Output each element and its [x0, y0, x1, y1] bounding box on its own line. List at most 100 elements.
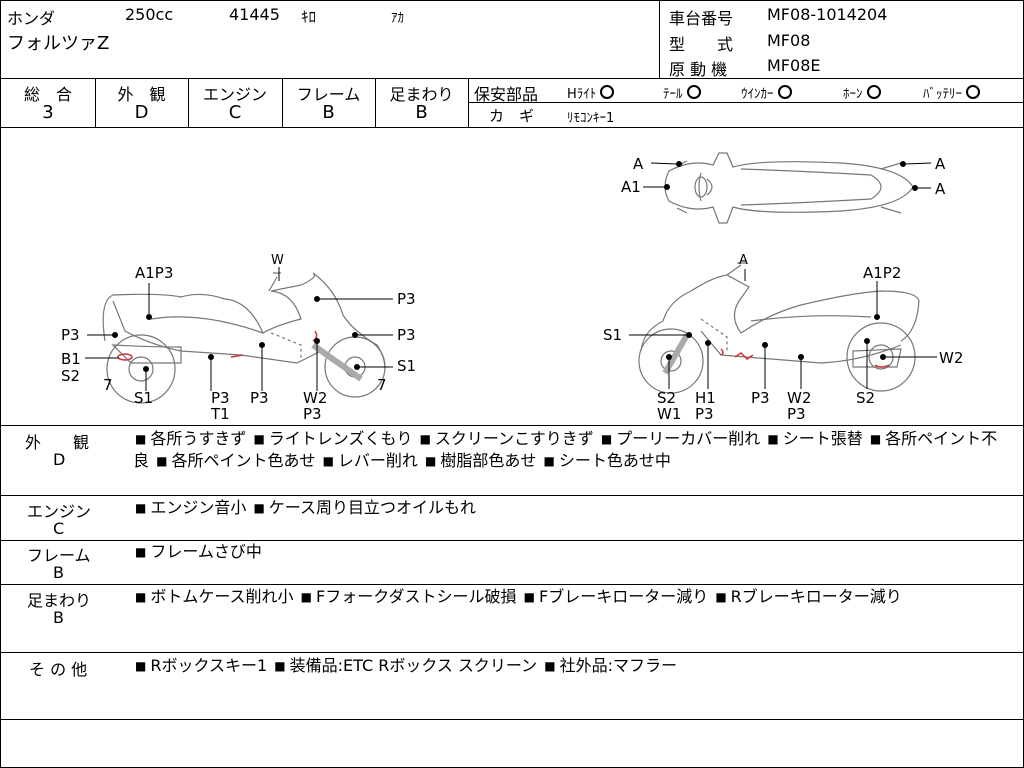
divider	[1, 719, 1023, 720]
bullet-square-icon: ■	[135, 545, 147, 559]
damage-mark	[230, 354, 244, 358]
note-exterior-items: ■各所うすきず ■ライトレンズくもり ■スクリーンこすりきず ■プーリーカバー削…	[133, 428, 1013, 472]
diagram-label: A	[935, 155, 946, 173]
note-engine-grade: C	[53, 519, 65, 538]
scooter-left-view	[102, 272, 386, 404]
ok-circle-icon	[686, 85, 701, 99]
diagram-label: W	[271, 253, 284, 268]
divider	[95, 78, 96, 127]
diagram-label: A1P3	[135, 264, 173, 282]
diagram-label: 7	[377, 376, 387, 394]
grade-overall-value: 3	[42, 102, 54, 123]
model-name: フォルツァZ	[7, 33, 110, 54]
note-item: ■ライトレンズくもり	[253, 429, 413, 448]
divider	[1, 127, 1023, 128]
bullet-square-icon: ■	[300, 590, 312, 604]
damage-mark	[117, 353, 133, 361]
grade-exterior-value: D	[134, 102, 149, 123]
grade-suspension-label: 足まわり	[389, 85, 454, 104]
bullet-square-icon: ■	[156, 454, 168, 468]
chassis-label: 車台番号	[669, 9, 734, 28]
divider	[1, 425, 1023, 426]
mileage-unit: ｷﾛ	[301, 8, 317, 26]
safety-headlight: Hﾗｲﾄ	[567, 83, 615, 102]
note-exterior-grade: D	[53, 450, 66, 469]
bullet-square-icon: ■	[322, 454, 334, 468]
diagram-label: W2	[303, 389, 327, 407]
safety-tail: ﾃｰﾙ	[663, 83, 701, 102]
note-item: ■Rブレーキローター減り	[715, 587, 902, 606]
ok-circle-icon	[777, 85, 792, 99]
note-item: ■社外品:マフラー	[544, 656, 677, 675]
diagram-label: H1	[695, 389, 716, 407]
bullet-square-icon: ■	[135, 501, 147, 515]
safety-horn: ﾎｰﾝ	[843, 83, 881, 102]
scooter-top-view	[664, 152, 914, 224]
note-item: ■Rボックスキー1	[135, 656, 268, 675]
diagram-label: A	[739, 253, 748, 268]
note-other-label: そ の 他	[29, 660, 88, 679]
diagram-label: P3	[751, 389, 770, 407]
diagram-label: S2	[856, 389, 875, 407]
grade-suspension-value: B	[415, 102, 428, 123]
note-item: ■Fフォークダストシール破損	[300, 587, 517, 606]
safety-label: 保安部品	[474, 85, 539, 104]
note-item: ■各所ペイント色あせ	[156, 451, 316, 470]
damage-mark	[312, 330, 318, 342]
note-item: ■装備品:ETC Rボックス スクリーン	[274, 656, 538, 675]
grade-frame-value: B	[322, 102, 335, 123]
damage-mark	[720, 348, 724, 356]
engine-type-label: 原 動 機	[669, 60, 728, 79]
divider	[1, 78, 1023, 79]
divider	[1, 652, 1023, 653]
note-item: ■フレームさび中	[135, 542, 262, 561]
color: ｱｶ	[391, 11, 404, 26]
note-engine-label: エンジン	[27, 502, 92, 521]
diagram-label: A1	[621, 178, 641, 196]
note-engine-items: ■エンジン音小 ■ケース周り目立つオイルもれ	[133, 497, 1013, 519]
note-item: ■スクリーンこすりきず	[419, 429, 594, 448]
diagram-label: A	[633, 155, 644, 173]
note-suspension-grade: B	[53, 608, 64, 627]
diagram-label: S2	[657, 389, 676, 407]
damage-diagram: A A1 A A A1P3 W P3 P3 P3 B1 S2 S1 7 7 S1…	[61, 152, 963, 423]
divider	[282, 78, 283, 127]
chassis-value: MF08-1014204	[767, 5, 888, 24]
diagram-label: S1	[603, 326, 622, 344]
bullet-square-icon: ■	[425, 454, 437, 468]
diagram-label: P3	[695, 405, 714, 423]
mileage: 41445	[229, 5, 280, 24]
diagram-label: A	[935, 180, 946, 198]
bullet-square-icon: ■	[135, 590, 147, 604]
grade-exterior-label: 外 観	[117, 85, 166, 104]
ok-circle-icon	[866, 85, 881, 99]
diagram-label: P3	[61, 326, 80, 344]
bullet-square-icon: ■	[253, 432, 265, 446]
note-item: ■ケース周り目立つオイルもれ	[253, 498, 476, 517]
diagram-label: W2	[787, 389, 811, 407]
grade-frame-label: フレーム	[296, 85, 361, 104]
ok-circle-icon	[966, 85, 980, 99]
diagram-label: P3	[250, 389, 269, 407]
note-item: ■ボトムケース削れ小	[135, 587, 294, 606]
diagram-label: P3	[787, 405, 806, 423]
grade-overall-label: 総 合	[23, 85, 72, 104]
bullet-square-icon: ■	[543, 454, 555, 468]
safety-winker: ｳｲﾝｶｰ	[741, 83, 792, 102]
divider	[1, 584, 1023, 585]
note-item: ■Fブレーキローター減り	[523, 587, 709, 606]
divider	[468, 102, 1023, 103]
bullet-square-icon: ■	[253, 501, 265, 515]
bullet-square-icon: ■	[715, 590, 727, 604]
key-label: カ ギ	[489, 107, 535, 125]
note-item: ■プーリーカバー削れ	[600, 429, 761, 448]
diagram-label: S1	[134, 389, 153, 407]
diagram-label: P3	[303, 405, 322, 423]
note-exterior-label: 外 観	[25, 433, 90, 452]
diagram-label: B1	[61, 350, 81, 368]
damage-mark	[874, 364, 890, 368]
grade-engine-label: エンジン	[202, 85, 267, 104]
diagram-label: W1	[657, 405, 681, 423]
note-suspension-label: 足まわり	[27, 591, 92, 610]
bullet-square-icon: ■	[869, 432, 882, 446]
